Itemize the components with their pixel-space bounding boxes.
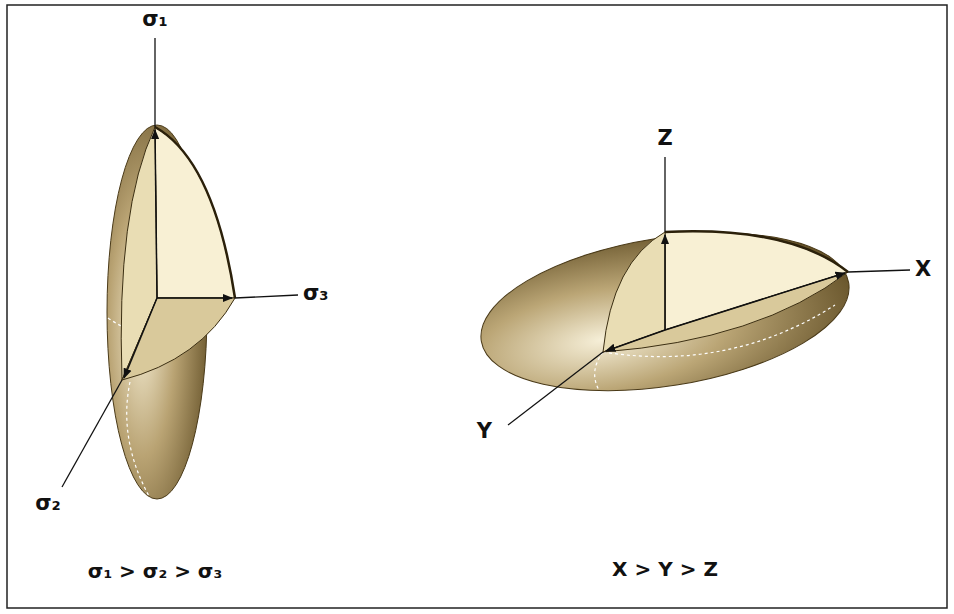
axis-label: X xyxy=(915,258,931,281)
axis-label: Y xyxy=(477,420,492,443)
axis-label: Z xyxy=(657,127,672,150)
axis-order-relation: σ₁ > σ₂ > σ₃ xyxy=(88,560,222,582)
axis-label: σ₃ xyxy=(303,282,329,305)
axis-label: σ₁ xyxy=(142,8,168,31)
axis-order-relation: X > Y > Z xyxy=(612,558,718,580)
axis-label: σ₂ xyxy=(35,492,61,515)
strain-ellipsoid xyxy=(470,157,910,425)
frame xyxy=(7,5,947,608)
stress-ellipsoid xyxy=(62,38,298,499)
